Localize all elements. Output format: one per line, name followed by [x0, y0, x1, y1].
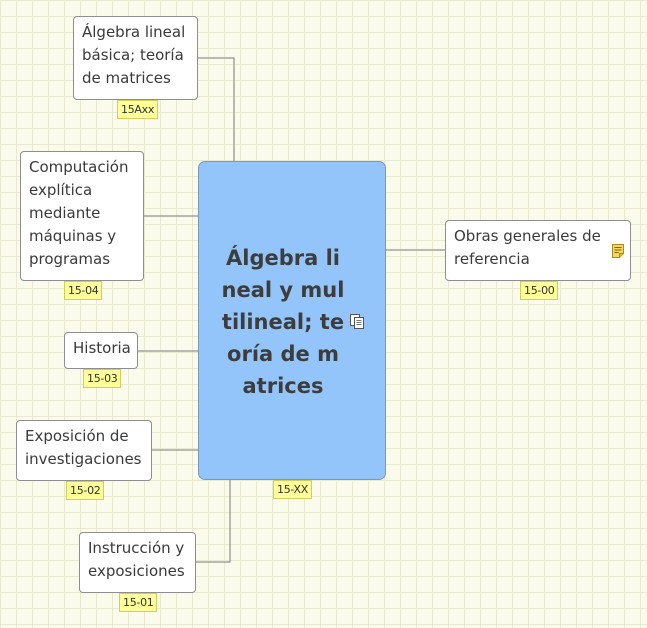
topic-label: Exposición de investigaciones — [25, 427, 142, 468]
topic-historia[interactable]: Historia — [64, 332, 138, 369]
connector-algebra-basica — [197, 57, 235, 161]
central-topic-title: Álgebra lineal y multilineal; teoría de … — [221, 246, 345, 398]
topic-tag-instruccion: 15-01 — [119, 593, 158, 612]
topic-tag-exposicion: 15-02 — [66, 481, 105, 500]
topic-label: Computación explítica mediante máquinas … — [29, 158, 129, 268]
topic-label: Obras generales de referencia — [454, 227, 601, 268]
topic-tag-obras: 15-00 — [520, 281, 559, 300]
topic-obras[interactable]: Obras generales de referencia — [445, 220, 631, 281]
topic-exposicion[interactable]: Exposición de investigaciones — [16, 420, 152, 481]
topic-label: Álgebra lineal básica; teoría de matrice… — [82, 23, 186, 87]
document-icon[interactable] — [349, 313, 365, 329]
connector-instruccion — [196, 480, 231, 563]
topic-instruccion[interactable]: Instrucción y exposiciones — [79, 532, 196, 593]
topic-algebra-basica[interactable]: Álgebra lineal básica; teoría de matrice… — [73, 16, 198, 100]
central-topic-tag: 15-XX — [273, 480, 312, 499]
topic-tag-algebra-basica: 15Axx — [117, 100, 159, 119]
note-icon[interactable] — [612, 244, 624, 258]
central-topic[interactable]: Álgebra lineal y multilineal; teoría de … — [198, 161, 386, 480]
topic-label: Historia — [73, 339, 131, 357]
topic-tag-historia: 15-03 — [83, 369, 122, 388]
topic-tag-computacion: 15-04 — [64, 281, 103, 300]
topic-label: Instrucción y exposiciones — [88, 539, 185, 580]
topic-computacion[interactable]: Computación explítica mediante máquinas … — [20, 151, 144, 281]
